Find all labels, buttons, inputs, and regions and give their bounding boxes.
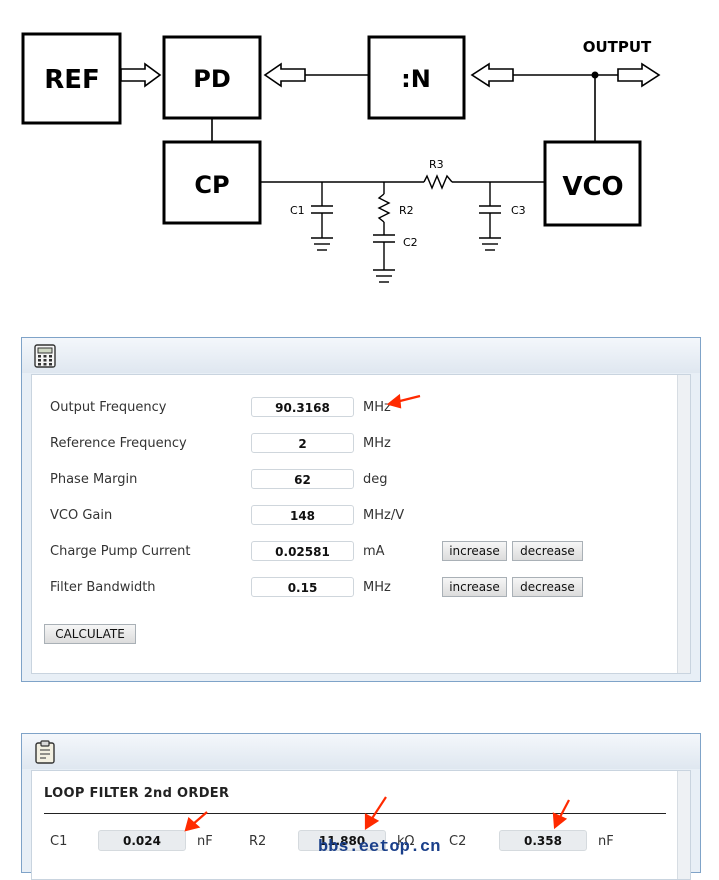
c2-result-label: C2 bbox=[449, 834, 467, 849]
pll-block-diagram: REF PD CP :N VCO OUTPUT C1 R2 C2 R3 C3 bbox=[21, 32, 661, 283]
output-arrow bbox=[617, 62, 661, 88]
calculator-icon bbox=[34, 344, 56, 368]
results-body: LOOP FILTER 2nd ORDER C1 0.024 nF R2 11.… bbox=[31, 770, 691, 880]
output-frequency-unit: MHz bbox=[363, 400, 391, 415]
charge-pump-current-row: Charge Pump Current 0.02581 mA increase … bbox=[32, 541, 690, 563]
pd-label: PD bbox=[193, 65, 231, 93]
bandwidth-increase-button[interactable]: increase bbox=[442, 577, 507, 597]
filter-bandwidth-unit: MHz bbox=[363, 580, 391, 595]
r3-label: R3 bbox=[429, 158, 444, 171]
vco-gain-input[interactable]: 148 bbox=[251, 505, 354, 525]
r2-result-value: 11.880 bbox=[298, 830, 386, 851]
results-divider bbox=[44, 813, 666, 814]
phase-margin-label: Phase Margin bbox=[50, 472, 138, 487]
output-frequency-row: Output Frequency 90.3168 MHz bbox=[32, 397, 690, 419]
r2-result-unit: kΩ bbox=[397, 834, 415, 849]
c1-label: C1 bbox=[290, 204, 305, 217]
ref-label: REF bbox=[44, 65, 100, 95]
clipboard-icon bbox=[35, 740, 55, 764]
calculator-panel-header bbox=[22, 338, 700, 373]
divider-label: :N bbox=[401, 65, 431, 93]
vco-block bbox=[543, 140, 642, 227]
r3-resistor bbox=[423, 174, 453, 190]
c3-label: C3 bbox=[511, 204, 526, 217]
c1-result-label: C1 bbox=[50, 834, 68, 849]
calculate-button[interactable]: CALCULATE bbox=[44, 624, 136, 644]
reference-frequency-label: Reference Frequency bbox=[50, 436, 187, 451]
output-label: OUTPUT bbox=[583, 38, 652, 56]
bandwidth-decrease-button[interactable]: decrease bbox=[512, 577, 583, 597]
phase-margin-row: Phase Margin 62 deg bbox=[32, 469, 690, 491]
charge-pump-increase-button[interactable]: increase bbox=[442, 541, 507, 561]
reference-frequency-input[interactable]: 2 bbox=[251, 433, 354, 453]
reference-frequency-unit: MHz bbox=[363, 436, 391, 451]
c3-capacitor bbox=[479, 182, 501, 251]
c2-result-unit: nF bbox=[598, 834, 614, 849]
phase-margin-input[interactable]: 62 bbox=[251, 469, 354, 489]
r2-c2-branch bbox=[373, 182, 395, 283]
c1-capacitor bbox=[311, 182, 333, 251]
filter-bandwidth-input[interactable]: 0.15 bbox=[251, 577, 354, 597]
results-scrollbar[interactable] bbox=[677, 771, 690, 879]
charge-pump-current-label: Charge Pump Current bbox=[50, 544, 191, 559]
c2-result-value: 0.358 bbox=[499, 830, 587, 851]
reference-frequency-row: Reference Frequency 2 MHz bbox=[32, 433, 690, 455]
divider-block bbox=[367, 35, 466, 120]
vco-gain-row: VCO Gain 148 MHz/V bbox=[32, 505, 690, 527]
c1-result-unit: nF bbox=[197, 834, 213, 849]
filter-bandwidth-label: Filter Bandwidth bbox=[50, 580, 156, 595]
ref-block bbox=[21, 32, 122, 125]
out-to-div-arrow bbox=[470, 62, 514, 88]
output-frequency-label: Output Frequency bbox=[50, 400, 167, 415]
c1-result-value: 0.024 bbox=[98, 830, 186, 851]
results-title: LOOP FILTER 2nd ORDER bbox=[44, 786, 230, 801]
calculator-form: Output Frequency 90.3168 MHz Reference F… bbox=[31, 374, 691, 674]
c2-label: C2 bbox=[403, 236, 418, 249]
div-to-pd-arrow bbox=[263, 62, 306, 88]
charge-pump-current-unit: mA bbox=[363, 544, 385, 559]
results-panel: LOOP FILTER 2nd ORDER C1 0.024 nF R2 11.… bbox=[21, 733, 701, 880]
watermark: bbs.eetop.cn bbox=[318, 838, 441, 857]
output-junction-dot bbox=[591, 71, 599, 79]
r2-label: R2 bbox=[399, 204, 414, 217]
cp-label: CP bbox=[194, 171, 229, 199]
charge-pump-current-input[interactable]: 0.02581 bbox=[251, 541, 354, 561]
vco-label: VCO bbox=[562, 172, 623, 202]
charge-pump-decrease-button[interactable]: decrease bbox=[512, 541, 583, 561]
calculator-panel: Output Frequency 90.3168 MHz Reference F… bbox=[21, 337, 701, 682]
output-frequency-input[interactable]: 90.3168 bbox=[251, 397, 354, 417]
r2-result-label: R2 bbox=[249, 834, 267, 849]
filter-bandwidth-row: Filter Bandwidth 0.15 MHz increase decre… bbox=[32, 577, 690, 599]
ref-to-pd-arrow bbox=[120, 62, 162, 88]
vco-gain-label: VCO Gain bbox=[50, 508, 113, 523]
phase-margin-unit: deg bbox=[363, 472, 388, 487]
vco-gain-unit: MHz/V bbox=[363, 508, 405, 523]
calculator-scrollbar[interactable] bbox=[677, 375, 690, 673]
results-panel-header bbox=[22, 734, 700, 769]
